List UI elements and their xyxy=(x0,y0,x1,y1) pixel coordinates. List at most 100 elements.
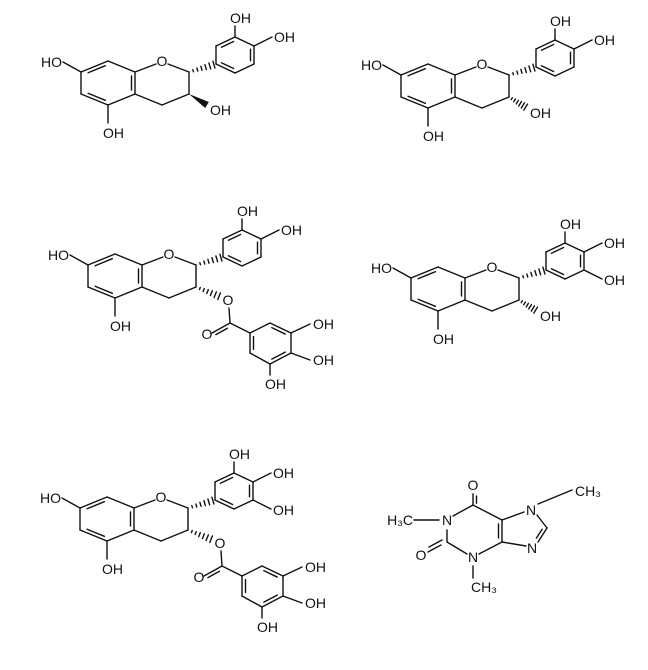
hydroxyl-label: OH xyxy=(433,331,454,347)
bond xyxy=(219,253,223,262)
hydroxyl-label: OH xyxy=(313,316,334,332)
bond xyxy=(87,253,116,266)
hydroxyl-label: OH xyxy=(550,13,571,29)
bond xyxy=(209,535,214,544)
bond xyxy=(454,66,477,76)
bond xyxy=(227,233,242,241)
bond xyxy=(530,305,536,312)
bond xyxy=(87,92,107,102)
bond xyxy=(168,286,197,299)
bond xyxy=(233,499,254,510)
bond xyxy=(437,266,466,279)
bond xyxy=(204,63,208,71)
bond xyxy=(194,530,197,536)
bond xyxy=(537,489,573,505)
bond xyxy=(478,541,503,555)
bond xyxy=(86,528,106,538)
bond xyxy=(208,62,212,70)
hydroxyl-label: OH xyxy=(274,29,295,45)
bond xyxy=(417,298,437,308)
bond xyxy=(534,269,538,277)
wedge-bond xyxy=(189,94,209,108)
bond xyxy=(198,531,202,538)
bond xyxy=(382,64,402,76)
bond xyxy=(69,254,89,266)
bond xyxy=(211,496,215,505)
bond xyxy=(261,565,284,577)
ring-oxygen-label: O xyxy=(156,489,167,505)
bond xyxy=(203,565,223,577)
hydroxyl-label: OH xyxy=(594,32,615,48)
bond xyxy=(524,66,528,74)
hydroxyl-label: OH xyxy=(110,318,131,334)
bond xyxy=(220,550,223,567)
bond xyxy=(160,529,189,542)
bond xyxy=(196,67,199,72)
bond xyxy=(134,63,157,73)
nitrogen-label: N xyxy=(527,540,537,556)
nitrogen-label: N xyxy=(442,512,452,528)
bond xyxy=(427,96,456,109)
bond xyxy=(94,285,114,295)
bond xyxy=(191,505,194,509)
bond xyxy=(141,256,164,266)
bond xyxy=(282,595,303,604)
hydroxyl-label: OH xyxy=(273,502,294,518)
bond xyxy=(241,565,263,577)
bond xyxy=(400,96,429,109)
hydroxyl-label: OH xyxy=(230,10,251,26)
bond xyxy=(407,67,427,77)
bond xyxy=(114,253,143,266)
bond xyxy=(516,70,519,75)
hydroxyl-label: OH xyxy=(305,559,326,575)
ester-oxygen-label: O xyxy=(215,535,226,551)
bond xyxy=(263,569,278,578)
bond xyxy=(260,229,280,240)
bond xyxy=(166,499,189,509)
bond xyxy=(271,351,286,360)
bond xyxy=(437,299,466,312)
bond xyxy=(80,93,109,106)
bond xyxy=(410,299,439,312)
bond xyxy=(217,292,222,301)
bond xyxy=(407,95,427,105)
bond xyxy=(269,352,292,365)
bond xyxy=(538,268,542,276)
hydroxyl-label: OH xyxy=(604,272,625,288)
bond xyxy=(518,100,523,107)
bond xyxy=(583,269,603,280)
hydroxyl-label: OH xyxy=(210,102,231,118)
bond xyxy=(211,322,231,334)
bond xyxy=(61,497,81,509)
bond xyxy=(241,256,262,267)
bond xyxy=(564,269,585,280)
hydroxyl-label: OH xyxy=(257,619,278,635)
hydroxyl-label: OH xyxy=(281,222,302,238)
ring-oxygen-label: O xyxy=(157,53,168,69)
bond xyxy=(174,256,197,266)
bond xyxy=(540,65,555,73)
bond xyxy=(87,286,116,299)
bond xyxy=(520,68,523,74)
bond xyxy=(229,322,251,334)
bond xyxy=(290,352,311,361)
bond xyxy=(564,242,585,253)
bond xyxy=(79,529,108,542)
bond xyxy=(392,267,412,279)
bond xyxy=(220,62,235,70)
bond xyxy=(222,229,243,240)
bond xyxy=(501,541,527,547)
bond xyxy=(528,303,533,310)
bond xyxy=(428,539,443,548)
bond xyxy=(202,287,205,293)
hydroxyl-label: OH xyxy=(530,105,551,121)
bond xyxy=(446,541,468,555)
bond xyxy=(528,65,532,73)
bond xyxy=(201,533,206,540)
bond xyxy=(114,286,143,299)
bond xyxy=(491,299,520,312)
